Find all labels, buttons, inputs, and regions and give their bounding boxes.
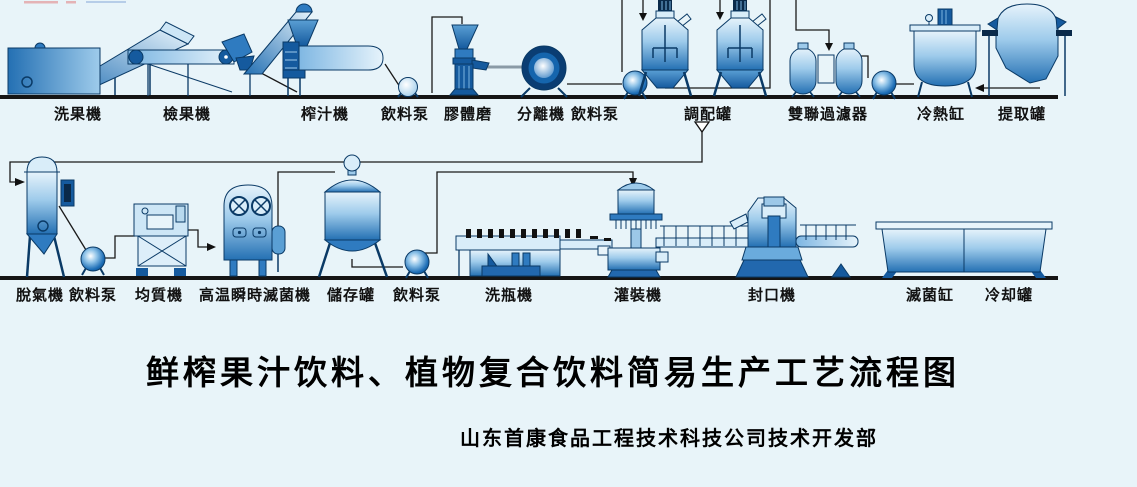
label-duplex-filter: 雙聯過濾器 [787, 106, 869, 123]
uht-sterilizer-icon [223, 184, 286, 277]
bottle-conveyor-icon [466, 229, 611, 241]
label-juicer: 榨汁機 [300, 106, 350, 123]
homogenizer-icon [133, 203, 189, 276]
beverage-pump-icon-1 [397, 77, 419, 98]
label-sterilizing-tank: 滅菌缸 [905, 287, 955, 304]
label-hot-cold-cylinder: 冷熱缸 [916, 106, 966, 123]
label-homogenizer: 均質機 [134, 287, 184, 304]
label-separator: 分離機 [516, 106, 566, 123]
label-pump-2: 飲料泵 [570, 106, 620, 123]
sterilize-cool-basin-icon [875, 221, 1053, 278]
label-bottle-washer: 洗瓶機 [484, 287, 534, 304]
diagram-subtitle: 山东首康食品工程技术科技公司技术开发部 [460, 428, 878, 450]
label-pump-1: 飲料泵 [380, 106, 430, 123]
beverage-pump-icon-3 [80, 246, 106, 276]
duplex-filter-icon [789, 42, 863, 98]
filling-machine-icon [597, 182, 669, 278]
label-mixing-tank: 調配罐 [683, 106, 733, 123]
label-pump-4: 飲料泵 [392, 287, 442, 304]
separator-icon [520, 45, 568, 98]
label-pump-3: 飲料泵 [68, 287, 118, 304]
flow-arrows [15, 12, 984, 251]
diagram-title: 鲜榨果汁饮料、植物复合饮料简易生产工艺流程图 [146, 354, 960, 391]
watermark-fragment [24, 1, 126, 4]
juicer-icon [282, 19, 384, 96]
bottle-washer-icon [455, 235, 613, 277]
extraction-tank-icon [982, 3, 1072, 96]
beverage-pump-icon-4 [404, 249, 430, 279]
outfeed-conveyor-icon [655, 225, 753, 248]
hot-cold-cylinder-icon [909, 8, 981, 98]
label-extraction-tank: 提取罐 [997, 106, 1047, 123]
label-uht-sterilizer: 高温瞬時滅菌機 [198, 287, 312, 304]
capping-machine-icon [729, 196, 859, 278]
colloid-mill-icon [448, 24, 490, 96]
beverage-pump-icon-filter [871, 70, 897, 100]
hollow-down-arrow [693, 121, 711, 134]
label-filling-machine: 灌裝機 [613, 287, 663, 304]
label-capping-machine: 封口機 [747, 287, 797, 304]
deaerator-icon [24, 156, 75, 278]
label-colloid-mill: 膠體磨 [443, 106, 493, 123]
fruit-sorter-conveyor-icon [127, 33, 255, 96]
label-fruit-washer: 洗果機 [53, 106, 103, 123]
label-fruit-sorter: 檢果機 [162, 106, 212, 123]
label-deaerator: 脫氣機 [15, 287, 65, 304]
label-cooling-tank: 冷却罐 [984, 287, 1034, 304]
storage-tank-icon [317, 154, 389, 278]
mixing-tanks-icon [637, 0, 768, 98]
label-storage-tank: 儲存罐 [326, 287, 376, 304]
fruit-washer-icon [7, 21, 195, 95]
